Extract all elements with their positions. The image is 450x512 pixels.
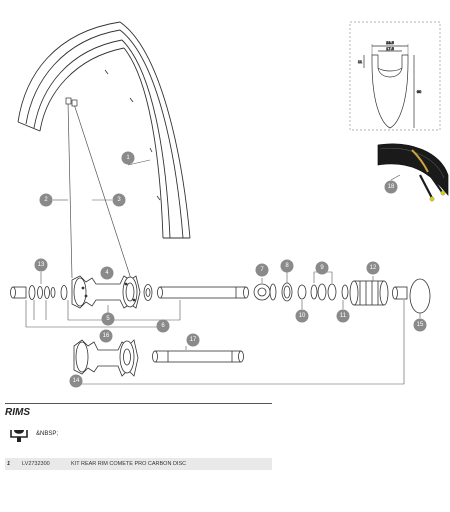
exploded-parts-diagram: 23.5 17.5 11 60	[10, 21, 449, 388]
svg-text:2: 2	[44, 197, 48, 203]
rim-profile-drawing: 23.5 17.5 11 60	[349, 21, 441, 131]
callout-17: 17	[186, 333, 200, 347]
svg-text:16: 16	[103, 333, 110, 339]
svg-text:12: 12	[370, 265, 377, 271]
callout-7: 7	[255, 263, 269, 277]
callout-6: 6	[156, 319, 170, 333]
part-number: 1	[7, 461, 11, 467]
callout-1: 1	[121, 151, 135, 165]
callout-2: 2	[39, 193, 53, 207]
svg-text:13: 13	[38, 262, 45, 268]
tubular-tire-drawing	[377, 143, 449, 202]
svg-text:18: 18	[388, 184, 395, 190]
alt-hub-drawing	[73, 339, 244, 377]
svg-text:7: 7	[260, 267, 264, 273]
rim-drawing	[17, 21, 191, 239]
part-description: KIT REAR RIM COMETE PRO CARBON DISC	[71, 461, 187, 467]
svg-text:15: 15	[417, 322, 424, 328]
svg-text:1: 1	[126, 155, 130, 161]
callout-9: 9	[315, 261, 329, 275]
icon-label: &NBSP;	[36, 431, 59, 437]
svg-text:8: 8	[285, 263, 289, 269]
svg-text:14: 14	[73, 378, 80, 384]
callout-12: 12	[366, 261, 380, 275]
hub-components-drawing	[10, 275, 431, 314]
callout-4: 4	[100, 266, 114, 280]
section-title: RIMS	[5, 407, 30, 418]
profile-width-inner: 17.5	[386, 46, 395, 51]
callout-8: 8	[280, 259, 294, 273]
callout-10: 10	[295, 309, 309, 323]
svg-text:3: 3	[117, 197, 121, 203]
part-reference: LV2732300	[22, 461, 50, 467]
svg-text:9: 9	[320, 265, 324, 271]
callout-14: 14	[69, 374, 83, 388]
callout-18: 18	[384, 180, 398, 194]
svg-text:6: 6	[161, 323, 165, 329]
profile-width-top: 23.5	[386, 40, 395, 45]
callout-16: 16	[99, 329, 113, 343]
svg-text:11: 11	[340, 313, 347, 319]
profile-height-total: 60	[417, 89, 422, 94]
svg-text:17: 17	[190, 337, 197, 343]
callout-15: 15	[413, 318, 427, 332]
profile-height-small: 11	[358, 59, 363, 64]
callout-11: 11	[336, 309, 350, 323]
svg-text:4: 4	[105, 270, 109, 276]
callout-13: 13	[34, 258, 48, 272]
callouts: 1 2 3 4 5 6 7 8 9 10 11 12 13 14 15 16 1…	[34, 151, 427, 388]
spokes-drawing	[65, 97, 133, 283]
parts-table-row[interactable]: 1 LV2732300 KIT REAR RIM COMETE PRO CARB…	[5, 458, 272, 470]
svg-text:5: 5	[106, 316, 110, 322]
callout-3: 3	[112, 193, 126, 207]
callout-5: 5	[101, 312, 115, 326]
tubular-rim-icon	[8, 425, 30, 443]
section-divider	[5, 403, 272, 404]
svg-text:10: 10	[299, 313, 306, 319]
